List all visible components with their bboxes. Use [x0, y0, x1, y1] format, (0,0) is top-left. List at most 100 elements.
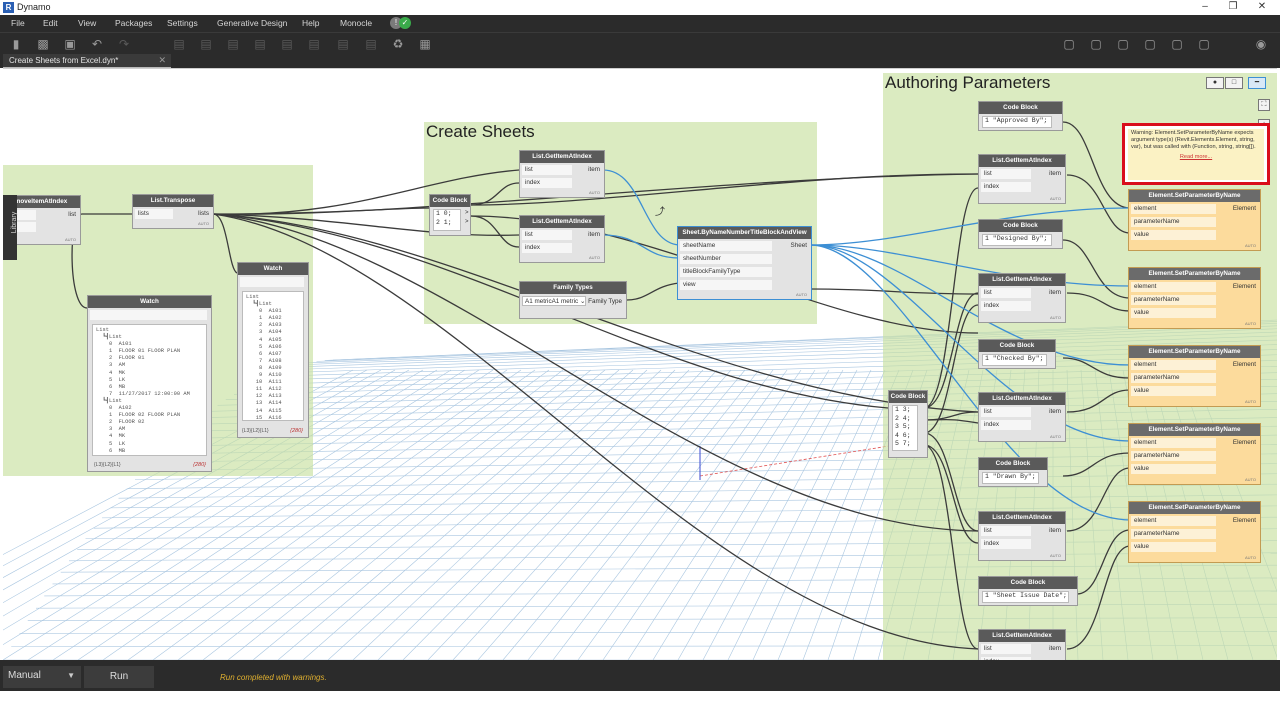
distribute-icon[interactable]: ▤ — [337, 37, 349, 51]
input-port-element[interactable]: element — [1131, 282, 1216, 292]
output-port-list[interactable]: list — [68, 211, 76, 218]
node-code-block-index[interactable]: Code Block 1 0; 2 1; > > — [429, 194, 471, 236]
output-port-element[interactable]: Element — [1232, 361, 1256, 368]
view-side-icon[interactable]: ▢ — [1144, 37, 1156, 51]
view-front-icon[interactable]: ▢ — [1117, 37, 1129, 51]
output-port-item[interactable]: item — [1049, 170, 1061, 177]
input-port-title-block[interactable]: titleBlockFamilyType — [680, 267, 772, 277]
node-sheet-by-name-number[interactable]: Sheet.ByNameNumberTitleBlockAndView shee… — [677, 226, 812, 300]
input-port-element[interactable]: element — [1131, 360, 1216, 370]
output-port-element[interactable]: Element — [1232, 439, 1256, 446]
align-top-icon[interactable]: ▤ — [254, 37, 266, 51]
input-port-parameter-name[interactable]: parameterName — [1131, 451, 1216, 461]
input-port-list[interactable]: list — [522, 165, 572, 175]
input-port-sheet-name[interactable]: sheetName — [680, 241, 772, 251]
align-left-icon[interactable]: ▤ — [173, 37, 185, 51]
read-more-link[interactable]: Read more... — [1179, 153, 1213, 160]
package-cart-icon[interactable]: ▦ — [419, 37, 431, 51]
menu-file[interactable]: File — [11, 18, 25, 28]
code-editor[interactable]: 1 "Sheet Issue Date"; — [982, 591, 1069, 603]
node-code-block-approved-by[interactable]: Code Block 1 "Approved By"; — [978, 101, 1063, 131]
node-code-block-indices[interactable]: Code Block 1 3; 2 4; 3 5; 4 6; 5 7; — [888, 390, 928, 458]
output-port-element[interactable]: Element — [1232, 205, 1256, 212]
menu-help[interactable]: Help — [302, 18, 320, 28]
output-port-element[interactable]: Element — [1232, 517, 1256, 524]
node-code-block-checked-by[interactable]: Code Block 1 "Checked By"; — [978, 339, 1056, 369]
node-list-get-item-at-index-2[interactable]: List.GetItemAtIndex list index item AUTO — [519, 215, 605, 263]
group-title-create-sheets[interactable]: Create Sheets — [426, 122, 535, 141]
node-list-transpose[interactable]: List.Transpose lists lists AUTO — [132, 194, 214, 229]
run-button[interactable]: Run — [84, 666, 154, 688]
align-right-icon[interactable]: ▤ — [227, 37, 239, 51]
input-port-list[interactable]: list — [981, 288, 1031, 298]
output-port-element[interactable]: Element — [1232, 283, 1256, 290]
input-port-view[interactable]: view — [680, 280, 772, 290]
input-port-value[interactable]: value — [1131, 308, 1216, 318]
output-port-item[interactable]: item — [1049, 645, 1061, 652]
node-code-block-designed-by[interactable]: Code Block 1 "Designed By"; — [978, 219, 1063, 249]
recycle-icon[interactable]: ♻ — [392, 37, 404, 51]
close-tab-icon[interactable]: ✕ — [158, 55, 166, 65]
output-port-item[interactable]: item — [588, 231, 600, 238]
input-port-index[interactable]: index — [981, 657, 1031, 660]
redo-icon[interactable]: ↷ — [118, 37, 130, 51]
input-port-parameter-name[interactable]: parameterName — [1131, 217, 1216, 227]
watch-output-2[interactable]: List ┗┫List 0 A101 1 A102 2 A103 3 A104 … — [242, 291, 304, 421]
input-port[interactable] — [3, 210, 36, 220]
restore-icon[interactable]: ❐ — [1228, 1, 1238, 12]
run-mode-select[interactable]: Manual ▼ — [3, 666, 81, 688]
menu-monocle[interactable]: Monocle — [340, 18, 373, 28]
graph-canvas[interactable]: Create Sheets Authoring Parameters — [3, 68, 1277, 660]
node-watch-2[interactable]: Watch List ┗┫List 0 A101 1 A102 2 A103 3… — [237, 262, 309, 438]
menu-view[interactable]: View — [78, 18, 97, 28]
output-port-item[interactable]: item — [588, 166, 600, 173]
input-port-element[interactable]: element — [1131, 204, 1216, 214]
output-port-sheet[interactable]: Sheet — [790, 242, 807, 249]
node-view-icon[interactable]: ━ — [1248, 77, 1266, 89]
input-port-index[interactable]: index — [981, 301, 1031, 311]
graph-view-icon[interactable]: □ — [1225, 77, 1243, 89]
code-editor[interactable]: 1 0; 2 1; — [433, 209, 461, 231]
input-port-list[interactable]: list — [981, 169, 1031, 179]
minimize-icon[interactable]: – — [1202, 1, 1208, 12]
output-port-1[interactable]: > — [465, 219, 469, 225]
output-port-lists[interactable]: lists — [198, 210, 209, 217]
input-port-index[interactable]: index — [981, 182, 1031, 192]
output-port-item[interactable]: item — [1049, 289, 1061, 296]
close-window-icon[interactable]: ✕ — [1257, 1, 1267, 12]
warning-bubble[interactable]: Warning: Element.SetParameterByName expe… — [1128, 129, 1264, 180]
input-port-index[interactable]: index — [981, 539, 1031, 549]
tab-workspace[interactable]: Create Sheets from Excel.dyn* ✕ — [3, 54, 171, 68]
input-port-parameter-name[interactable]: parameterName — [1131, 529, 1216, 539]
family-type-dropdown[interactable]: A1 metricA1 metric ⌄ — [522, 296, 586, 306]
view-fit-icon[interactable]: ▢ — [1198, 37, 1210, 51]
output-port-0[interactable]: > — [465, 210, 469, 216]
input-port-index[interactable]: index — [522, 178, 572, 188]
code-editor[interactable]: 1 "Drawn By"; — [982, 472, 1039, 484]
menu-edit[interactable]: Edit — [43, 18, 58, 28]
input-port-list[interactable]: list — [981, 526, 1031, 536]
node-watch-1[interactable]: Watch List ┗┫List 0 A101 1 FLOOR 01 FLOO… — [87, 295, 212, 472]
output-port-family-type[interactable]: Family Type — [588, 298, 622, 305]
geometry-view-icon[interactable]: ● — [1206, 77, 1224, 89]
code-editor[interactable]: 1 "Designed By"; — [982, 234, 1052, 246]
input-port-list[interactable]: list — [981, 407, 1031, 417]
input-port-element[interactable]: element — [1131, 516, 1216, 526]
input-port-index[interactable]: index — [522, 243, 572, 253]
input-port-lists[interactable]: lists — [135, 209, 173, 219]
code-editor[interactable]: 1 "Checked By"; — [982, 354, 1047, 366]
menu-packages[interactable]: Packages — [115, 18, 153, 28]
new-file-icon[interactable]: ▮ — [12, 37, 20, 51]
input-port-parameter-name[interactable]: parameterName — [1131, 373, 1216, 383]
input-port-index[interactable]: index — [981, 420, 1031, 430]
save-icon[interactable]: ▣ — [64, 37, 76, 51]
output-port-item[interactable]: item — [1049, 527, 1061, 534]
align-middle-icon[interactable]: ▤ — [281, 37, 293, 51]
